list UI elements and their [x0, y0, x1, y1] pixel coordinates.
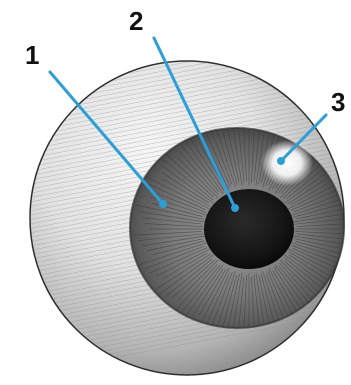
pupil	[204, 189, 294, 269]
callout-1-number: 1	[25, 40, 39, 70]
callout-1-dot	[159, 200, 167, 208]
callout-3-number: 3	[331, 87, 345, 117]
light-reflection	[261, 140, 313, 186]
callout-2-dot	[231, 204, 239, 212]
callout-3-dot	[277, 157, 285, 165]
callout-2-number: 2	[129, 6, 143, 36]
